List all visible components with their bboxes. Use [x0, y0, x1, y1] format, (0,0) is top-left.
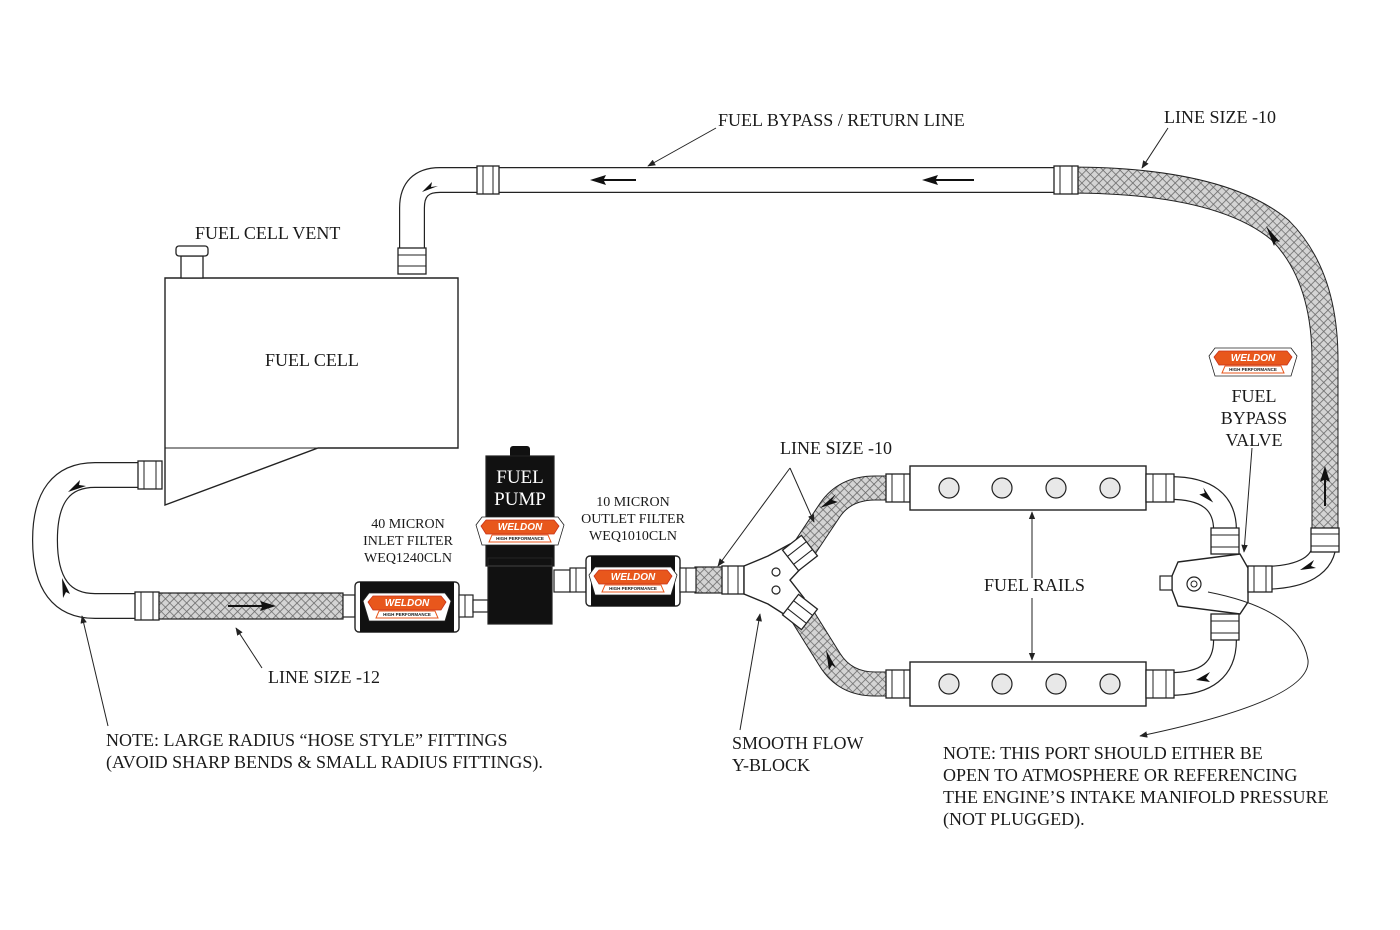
- pointer-line-size-top: [1141, 127, 1169, 169]
- outlet-filter-label-2: OUTLET FILTER: [581, 512, 685, 527]
- outlet-filter: WELDON HIGH PERFORMANCE: [569, 555, 697, 607]
- fuel-cell-vent: [175, 245, 209, 279]
- fitting-cell-outlet: [137, 460, 163, 490]
- fuel-pump: WELDON HIGH PERFORMANCE: [475, 446, 571, 625]
- line-size-bottom-label: LINE SIZE -12: [268, 667, 380, 687]
- pointer-vent-port: [1139, 591, 1309, 738]
- note-right-line-2: OPEN TO ATMOSPHERE OR REFERENCING: [943, 765, 1297, 785]
- yblock-label-2: Y-BLOCK: [732, 755, 810, 775]
- yblock-label-1: SMOOTH FLOW: [732, 733, 864, 753]
- note-left-line-2: (AVOID SHARP BENDS & SMALL RADIUS FITTIN…: [106, 752, 543, 773]
- inlet-filter-label-1: 40 MICRON: [371, 517, 445, 532]
- bypass-valve-label-1: FUEL: [1232, 386, 1277, 406]
- pointer-line-size-mid-1: [717, 467, 791, 567]
- svg-text:HIGH PERFORMANCE: HIGH PERFORMANCE: [609, 586, 657, 591]
- inlet-filter-logo: WELDON: [385, 598, 430, 609]
- line-size-top-label: LINE SIZE -10: [1164, 107, 1276, 127]
- note-right-line-3: THE ENGINE’S INTAKE MANIFOLD PRESSURE: [943, 787, 1329, 807]
- pointer-bypass-valve: [1241, 447, 1253, 553]
- svg-text:HIGH PERFORMANCE: HIGH PERFORMANCE: [383, 612, 431, 617]
- bypass-valve: [1159, 527, 1273, 641]
- fuel-cell-label: FUEL CELL: [265, 350, 359, 370]
- pump-logo: WELDON: [498, 522, 543, 533]
- pointer-line-size-mid-2: [789, 467, 815, 523]
- bypass-valve-label-2: BYPASS: [1221, 408, 1287, 428]
- fuel-rail-upper: [885, 465, 1175, 511]
- inlet-filter-label-2: INLET FILTER: [363, 534, 453, 549]
- outlet-filter-label-3: WEQ1010CLN: [589, 529, 677, 544]
- svg-text:WELDON: WELDON: [1231, 353, 1276, 364]
- fitting-bottom-left: [134, 591, 160, 621]
- svg-text:HIGH PERFORMANCE: HIGH PERFORMANCE: [1229, 367, 1277, 372]
- note-right-line-1: NOTE: THIS PORT SHOULD EITHER BE: [943, 743, 1263, 763]
- note-left-line-1: NOTE: LARGE RADIUS “HOSE STYLE” FITTINGS: [106, 730, 507, 750]
- fitting-cell-return: [397, 247, 427, 275]
- inlet-filter-label-3: WEQ1240CLN: [364, 551, 452, 566]
- pointer-note-left: [80, 615, 109, 727]
- fuel-pump-label-2: PUMP: [494, 489, 546, 510]
- fuel-cell: [164, 245, 459, 507]
- note-right-line-4: (NOT PLUGGED).: [943, 809, 1085, 830]
- bypass-valve-logo: WELDON HIGH PERFORMANCE: [1208, 347, 1298, 377]
- outlet-filter-label-1: 10 MICRON: [596, 495, 670, 510]
- flow-arrows: [62, 175, 1330, 682]
- fitting-top-left: [476, 165, 500, 195]
- fuel-cell-vent-label: FUEL CELL VENT: [195, 223, 340, 243]
- return-line-label: FUEL BYPASS / RETURN LINE: [718, 110, 965, 130]
- pointer-yblock: [739, 613, 762, 731]
- fuel-pump-label-1: FUEL: [496, 467, 544, 488]
- bypass-valve-label-3: VALVE: [1225, 430, 1282, 450]
- fuel-rails-label: FUEL RAILS: [984, 575, 1085, 595]
- pointer-return-line: [647, 127, 717, 167]
- outlet-filter-logo: WELDON: [611, 572, 656, 583]
- line-size-mid-label: LINE SIZE -10: [780, 438, 892, 458]
- svg-text:HIGH PERFORMANCE: HIGH PERFORMANCE: [496, 536, 544, 541]
- inlet-filter: WELDON HIGH PERFORMANCE: [342, 581, 489, 633]
- fitting-top-right: [1053, 165, 1079, 195]
- fuel-rail-lower: [885, 661, 1175, 707]
- y-block: [721, 534, 819, 631]
- pointer-line-size-bottom: [235, 627, 263, 669]
- fitting-return-vertical: [1310, 527, 1340, 553]
